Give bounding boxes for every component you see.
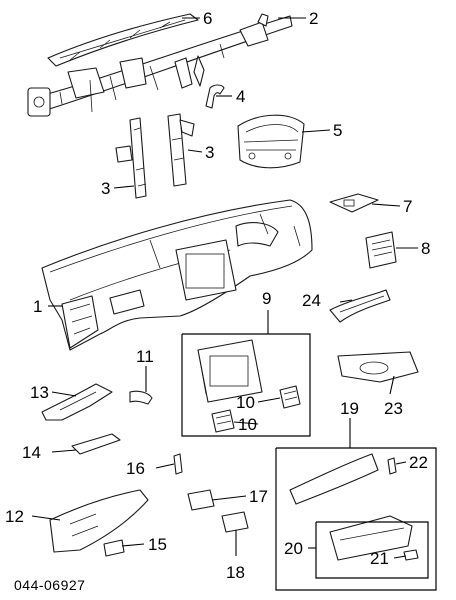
callout-7: 7 — [403, 197, 412, 216]
part-1-instrument-panel — [41, 199, 313, 351]
part-4-clip — [205, 84, 225, 109]
part-5-airbag-module — [237, 114, 305, 169]
part-24-duct — [329, 289, 391, 323]
part-8-side-vent — [365, 231, 397, 269]
callout-14: 14 — [22, 443, 41, 462]
callout-15: 15 — [148, 535, 167, 554]
group-9-frame — [181, 333, 311, 437]
part-11-bracket — [129, 390, 153, 405]
part-21-stopper — [403, 549, 419, 561]
diagram-code: 044-06927 — [14, 577, 85, 593]
part-2-reinforcement-bar — [27, 13, 293, 117]
callout-2: 2 — [309, 9, 318, 28]
callout-4: 4 — [236, 87, 245, 106]
part-9-center-cluster — [197, 339, 263, 403]
callout-21: 21 — [370, 549, 389, 568]
part-17-box — [187, 489, 215, 511]
callout-6: 6 — [203, 9, 212, 28]
callout-3-left: 3 — [101, 179, 110, 198]
callout-22: 22 — [409, 453, 428, 472]
part-10-vent-lower — [211, 409, 235, 433]
callout-17: 17 — [249, 487, 268, 506]
callout-5: 5 — [333, 121, 342, 140]
callout-3-right: 3 — [205, 143, 214, 162]
group-19-frame — [275, 447, 437, 591]
callout-19: 19 — [340, 399, 359, 418]
callout-18: 18 — [226, 563, 245, 582]
callout-10-lower: 10 — [238, 415, 257, 434]
part-14-bracket — [71, 433, 121, 455]
callout-13: 13 — [30, 383, 49, 402]
part-23-lower-tray — [337, 351, 419, 383]
leader-lines — [31, 17, 418, 559]
part-16-clip — [173, 453, 183, 475]
part-3-left-brace — [115, 117, 147, 199]
callout-8: 8 — [421, 239, 430, 258]
part-13-bracket — [41, 383, 113, 421]
part-18-box — [221, 511, 249, 533]
part-22-latch — [387, 457, 397, 475]
callout-23: 23 — [384, 399, 403, 418]
callout-1: 1 — [33, 297, 42, 316]
callout-12: 12 — [5, 507, 24, 526]
part-20-glove-box — [289, 453, 413, 561]
part-15-cover — [103, 539, 125, 557]
part-10-vent-upper — [279, 385, 301, 409]
callout-10-upper: 10 — [236, 393, 255, 412]
part-12-lower-panel — [49, 489, 149, 553]
callout-20: 20 — [284, 539, 303, 558]
callout-16: 16 — [126, 459, 145, 478]
callout-9: 9 — [262, 289, 271, 308]
group-20-frame — [315, 521, 429, 579]
part-7-cover-plate — [329, 193, 379, 213]
part-3-right-brace — [167, 113, 195, 187]
part-6-top-cover — [47, 13, 199, 67]
callout-24: 24 — [302, 291, 321, 310]
callout-11: 11 — [136, 347, 154, 366]
